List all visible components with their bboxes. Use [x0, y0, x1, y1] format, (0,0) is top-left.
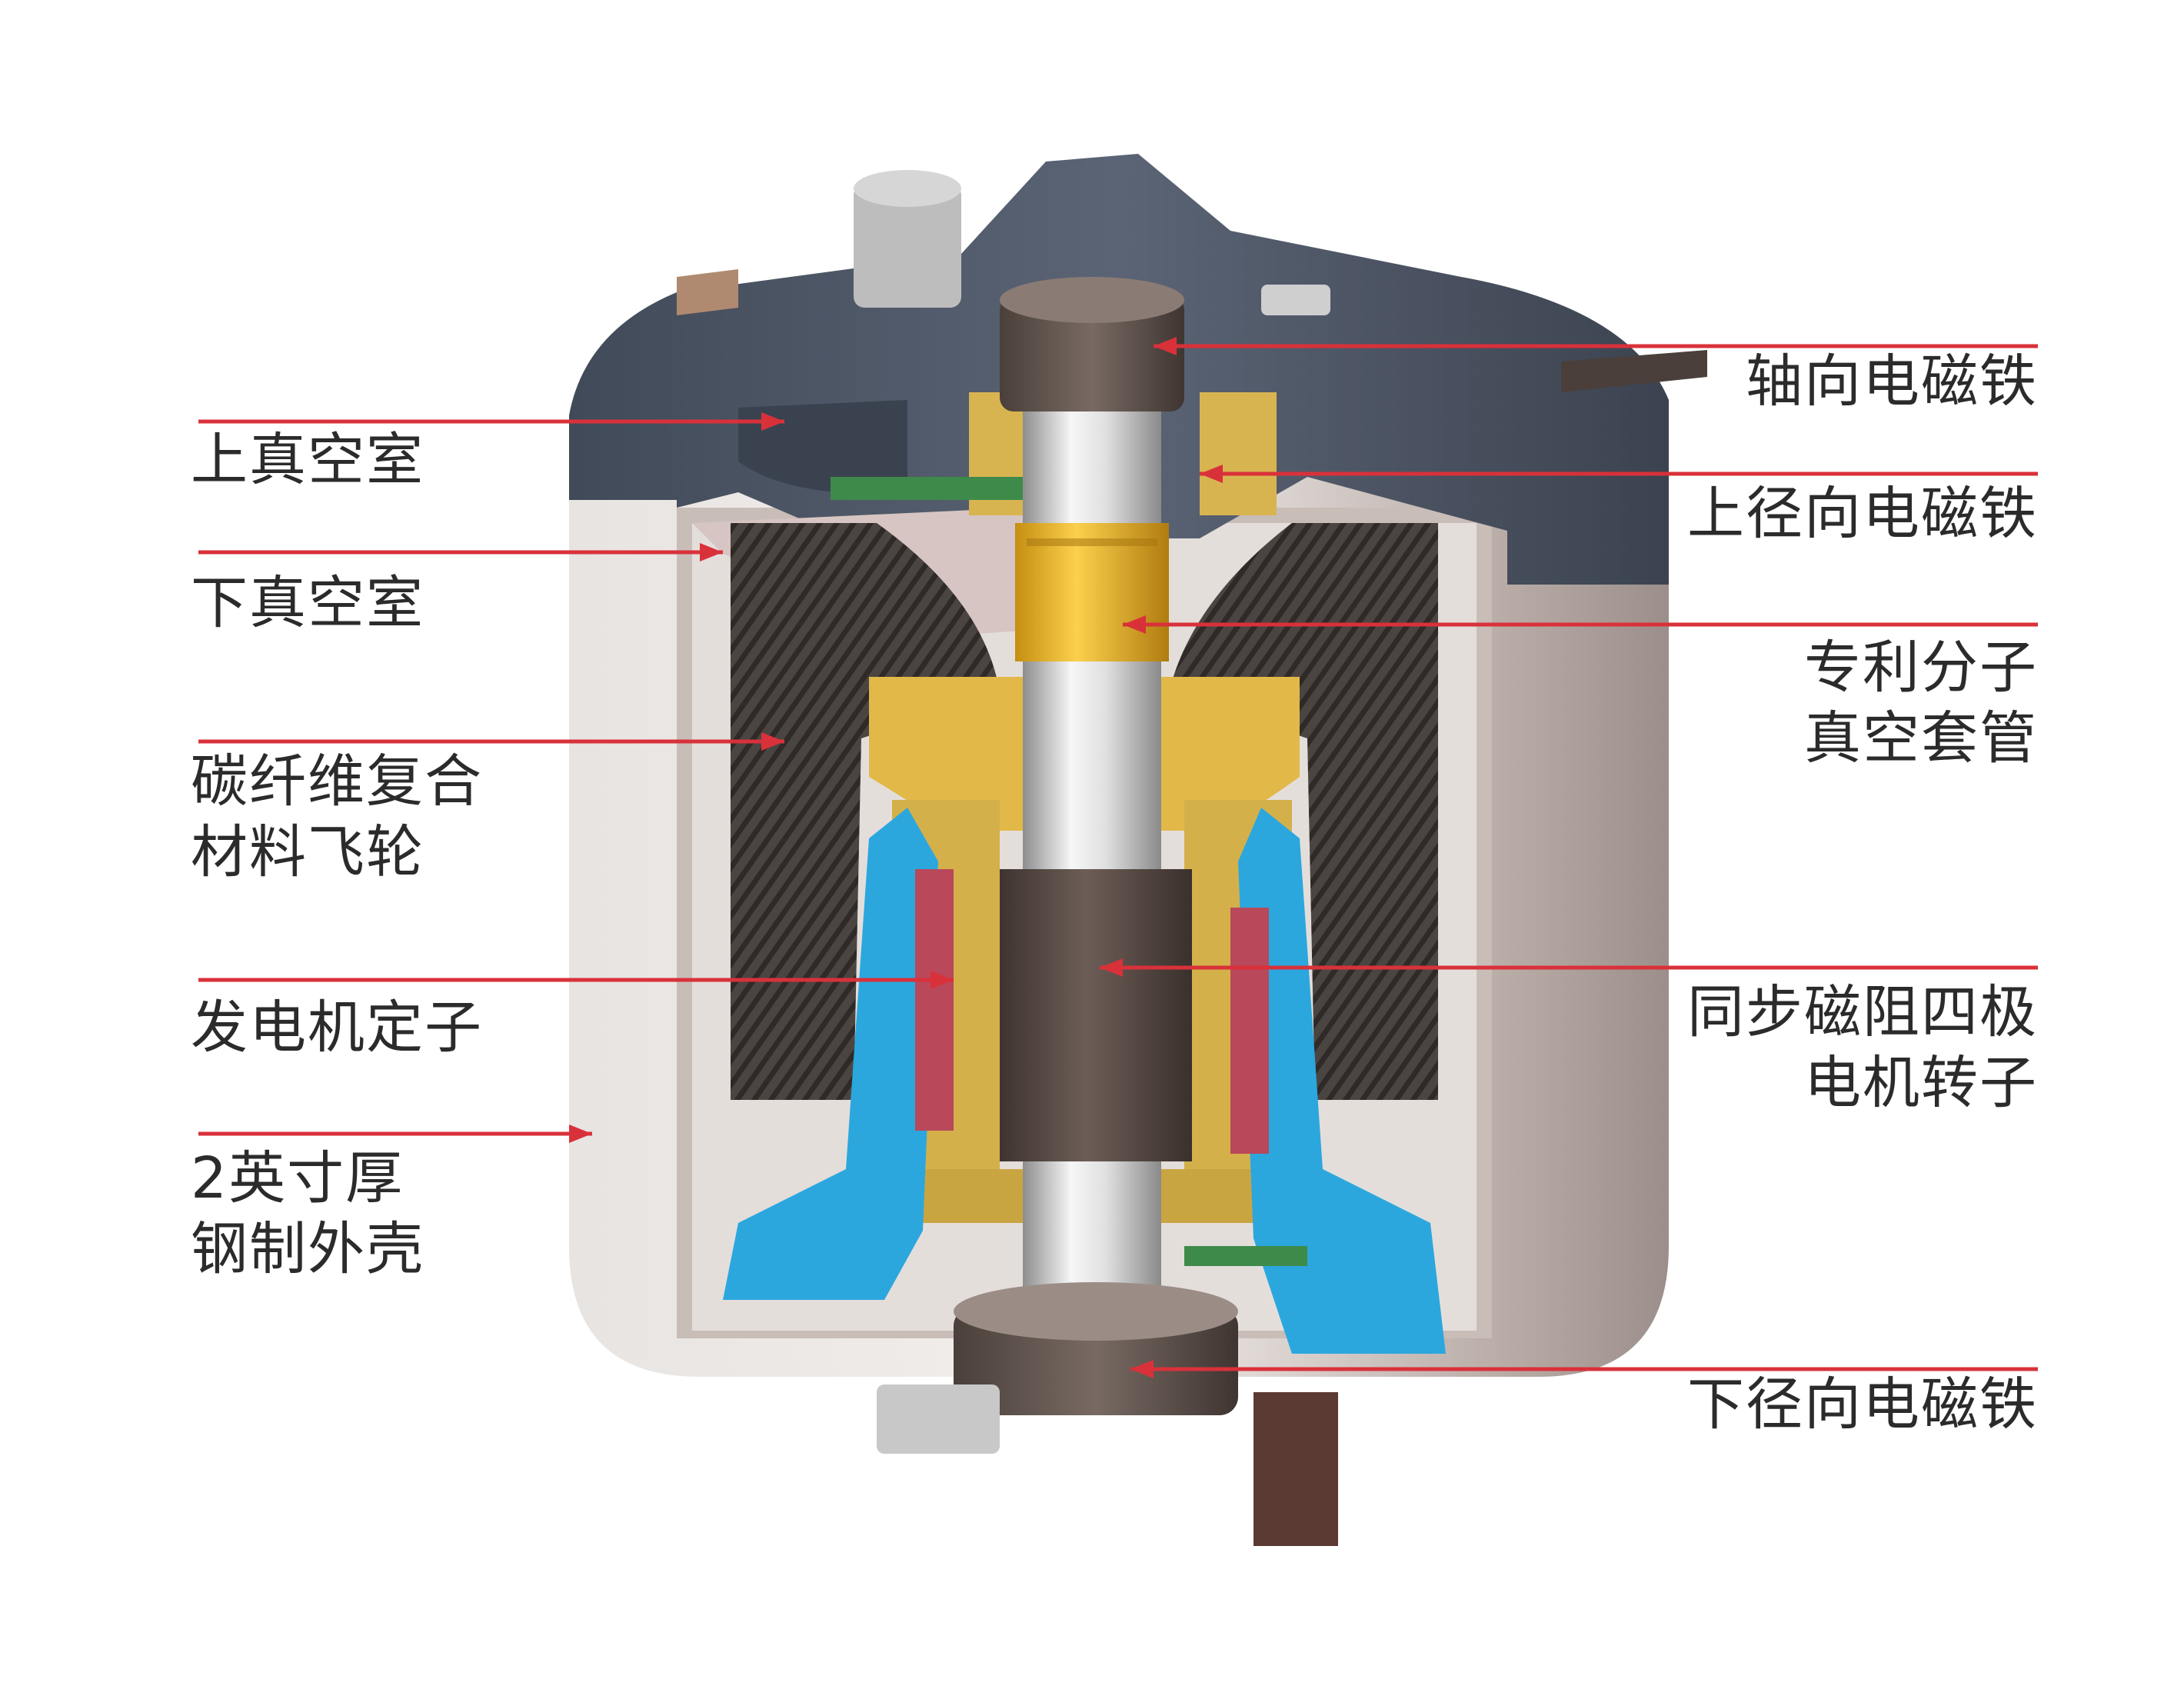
lower-circuit-board — [1184, 1246, 1307, 1266]
lower-radial-magnet — [954, 1282, 1238, 1415]
label-vacuum-sleeve: 专利分子 真空套管 — [1804, 635, 2038, 771]
flywheel — [731, 523, 1438, 1100]
axial-magnet — [1000, 277, 1184, 412]
blue-support — [723, 808, 1446, 1354]
label-lower-vacuum-chamber: 下真空室 — [191, 570, 424, 636]
leader-arrowheads — [569, 337, 1223, 1378]
label-flywheel: 碳纤维复合 材料飞轮 — [191, 748, 483, 885]
upper-circuit-board — [831, 477, 1023, 500]
label-upper-radial-magnet: 上径向电磁铁 — [1687, 481, 2038, 547]
label-generator-stator: 发电机定子 — [191, 995, 483, 1061]
stator-magnet-left — [915, 869, 954, 1131]
label-reluctance-rotor: 同步磁阻四极 电机转子 — [1687, 979, 2038, 1116]
label-upper-vacuum-chamber: 上真空室 — [191, 427, 424, 493]
label-lower-radial-magnet: 下径向电磁铁 — [1687, 1371, 2038, 1438]
stator-magnet-right — [1230, 908, 1269, 1154]
label-steel-housing: 2英寸厚 钢制外壳 — [191, 1145, 424, 1282]
terminal-block — [1253, 1392, 1338, 1546]
leader-lines — [198, 344, 2038, 1371]
vacuum-sleeve — [1015, 523, 1169, 661]
reluctance-rotor — [1000, 869, 1192, 1161]
label-axial-magnet: 轴向电磁铁 — [1746, 348, 2038, 415]
foot-left — [877, 1384, 1000, 1454]
